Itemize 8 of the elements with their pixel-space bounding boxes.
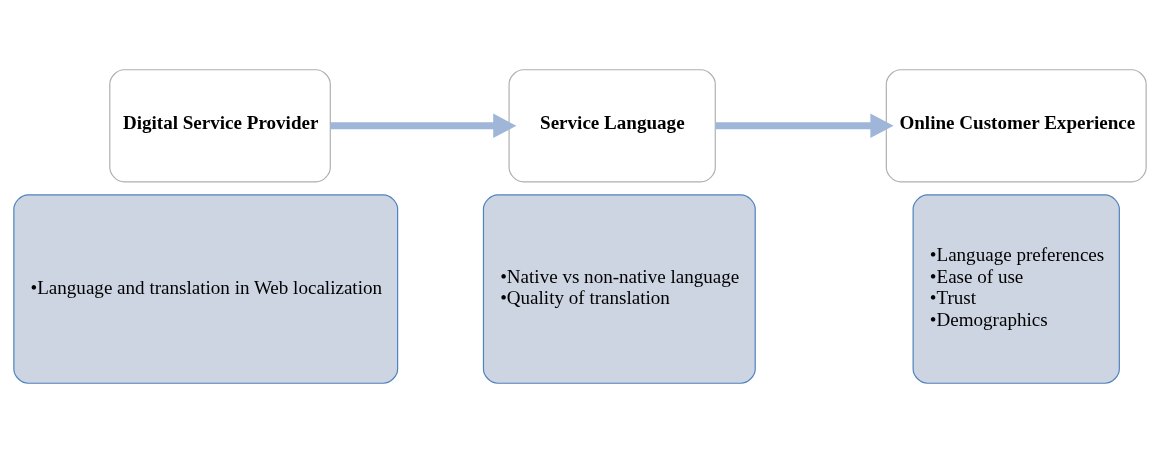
- node-box: •Native vs non-native language •Quality of translation: [482, 193, 756, 384]
- node-box: Service Language: [508, 68, 716, 182]
- node-box: •Language preferences •Ease of use •Trust •Demographics: [912, 193, 1120, 384]
- node-box: Online Customer Experience: [885, 68, 1147, 182]
- arrow: [715, 113, 894, 138]
- node-box: •Language and translation in Web localization: [13, 193, 399, 384]
- arrow: [330, 113, 517, 138]
- node-box: Digital Service Provider: [109, 68, 331, 182]
